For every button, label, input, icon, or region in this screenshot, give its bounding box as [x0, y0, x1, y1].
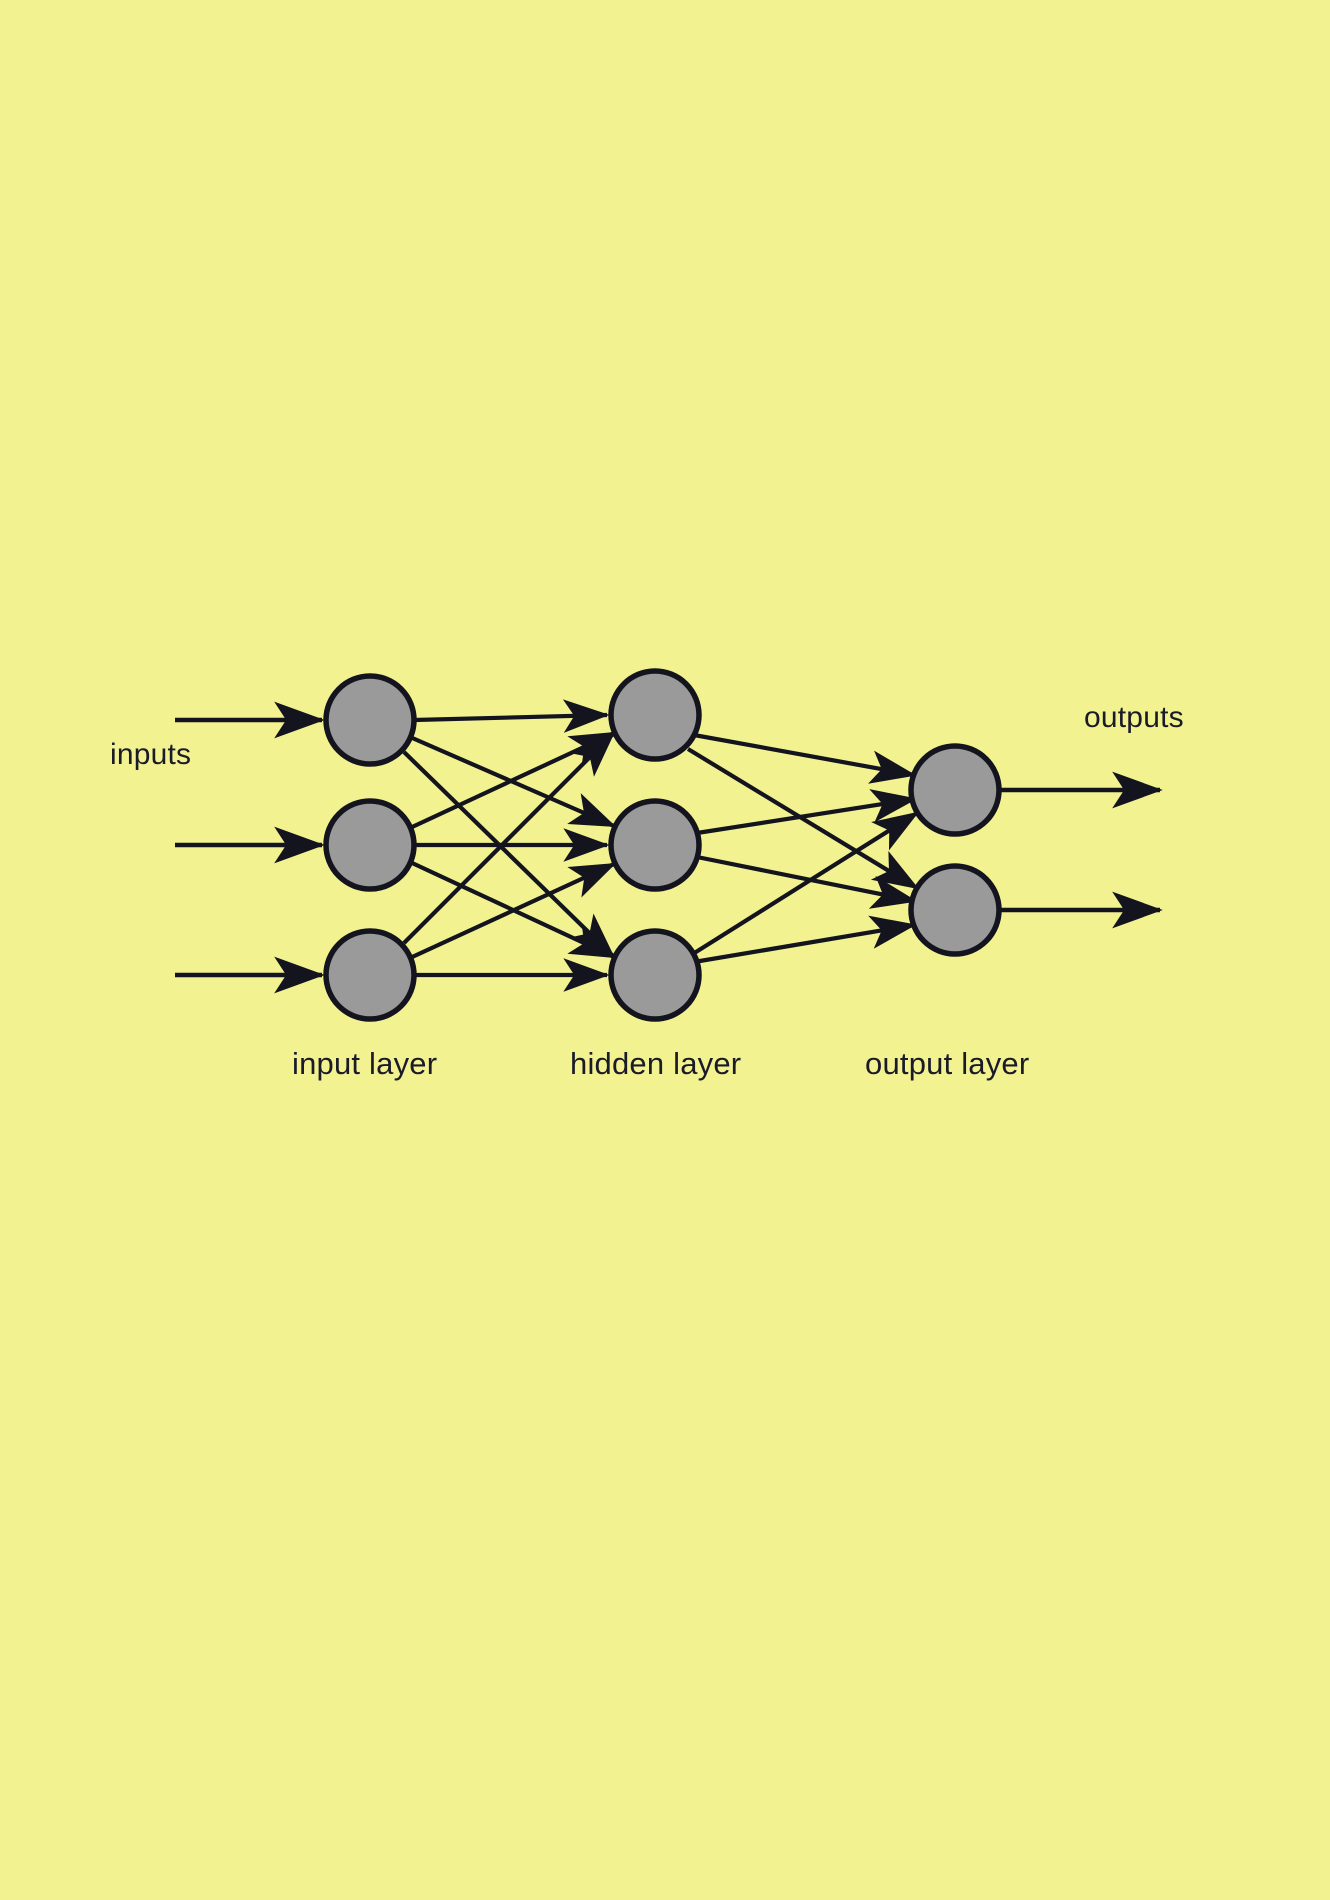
edges-hidden-to-output: [686, 732, 920, 965]
hidden-layer-nodes: [608, 668, 702, 1022]
inputs-label: inputs: [110, 738, 192, 771]
output-node-2: [908, 863, 1002, 957]
input-node-2: [323, 798, 417, 892]
hidden-layer-caption: hidden layer: [570, 1046, 742, 1081]
input-arrows: [175, 701, 325, 994]
edges-input-to-hidden: [402, 699, 617, 992]
hidden-node-1: [608, 668, 702, 762]
output-layer-nodes: [908, 743, 1002, 957]
output-node-1: [908, 743, 1002, 837]
input-layer-nodes: [323, 673, 417, 1022]
hidden-node-3: [608, 928, 702, 1022]
input-layer-caption: input layer: [292, 1046, 438, 1081]
output-arrows: [1000, 771, 1163, 929]
outputs-label: outputs: [1084, 701, 1184, 734]
hidden-node-2: [608, 798, 702, 892]
output-layer-caption: output layer: [865, 1046, 1030, 1081]
input-node-3: [323, 928, 417, 1022]
input-node-1: [323, 673, 417, 767]
